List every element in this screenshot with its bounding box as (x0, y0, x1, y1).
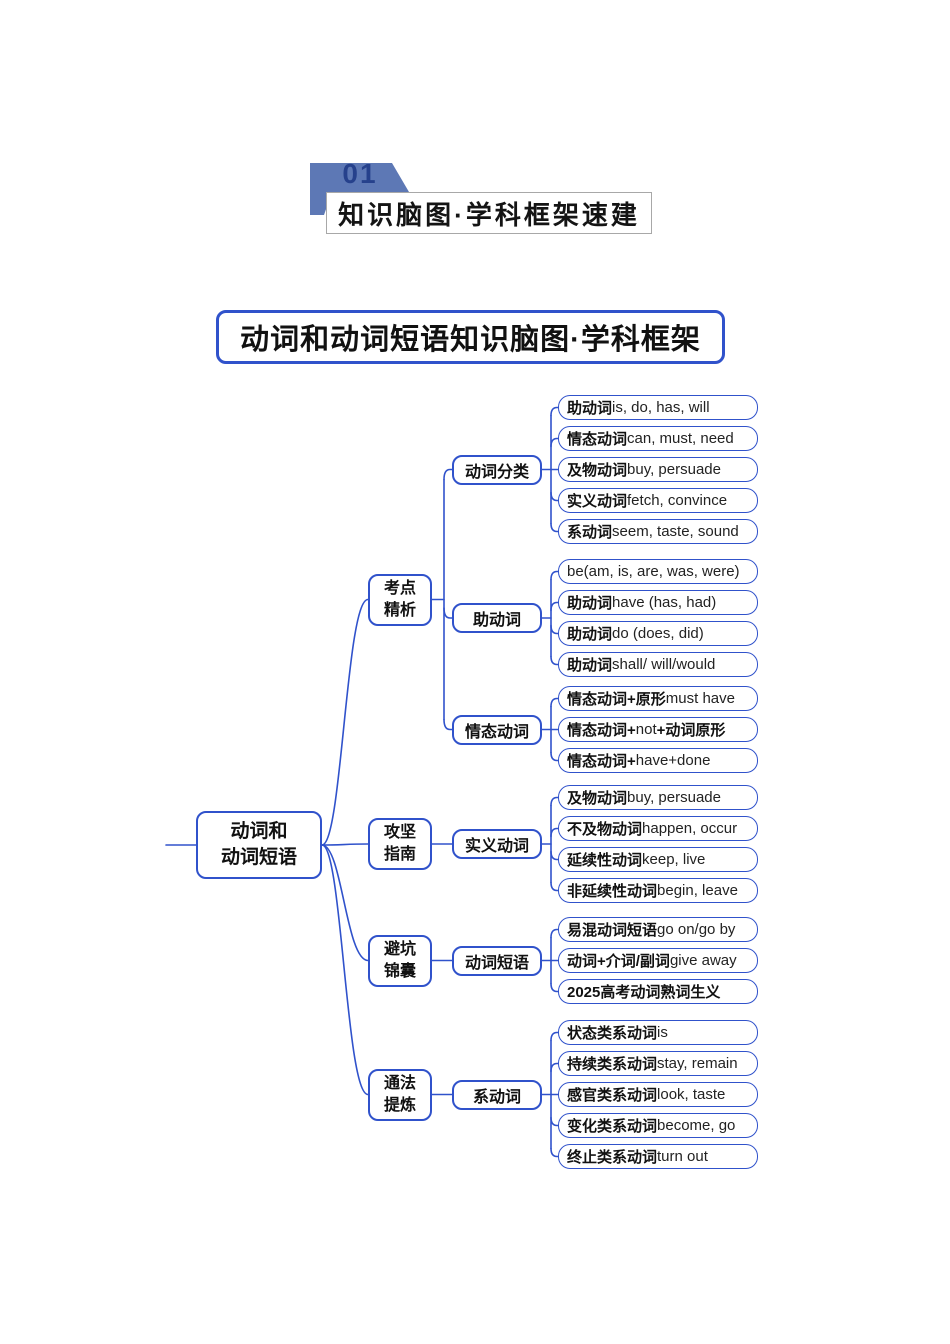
mindmap-leaf-node: 2025高考动词熟词生义 (558, 979, 758, 1004)
leaf-text-segment: turn out (657, 1148, 708, 1165)
leaf-text-segment: 持续类系动词 (567, 1056, 658, 1073)
leaf-text-segment: can, must, need (627, 430, 734, 447)
mindmap-leaf-node: 情态动词+have+done (558, 748, 758, 773)
leaf-text-segment: go on/go by (657, 921, 736, 938)
leaf-text-segment: 助动词 (567, 626, 613, 643)
leaf-text-segment: 延续性动词 (567, 852, 643, 869)
leaf-text-segment: 及物动词 (567, 790, 628, 807)
leaf-text-segment: keep, live (642, 851, 706, 868)
leaf-text-segment: 非延续性动词 (567, 883, 658, 900)
leaf-text-segment: do (does, did) (612, 625, 704, 642)
leaf-text-segment: 终止类系动词 (567, 1149, 658, 1166)
mindmap-branch-node: 攻坚指南 (368, 818, 432, 870)
leaf-text-segment: 易混动词短语 (567, 922, 658, 939)
leaf-text-segment: happen, occur (642, 820, 738, 837)
leaf-text-segment: 系动词 (567, 524, 613, 541)
mindmap-subtopic-node: 动词分类 (452, 454, 542, 485)
leaf-text-segment: 2025高考动词熟词生义 (567, 984, 721, 1001)
leaf-text-segment: 实义动词 (567, 493, 628, 510)
leaf-text-segment: buy, persuade (627, 789, 721, 806)
mindmap-subtopic-node: 情态动词 (452, 714, 542, 745)
leaf-text-segment: have (has, had) (612, 594, 717, 611)
section-number: 01 (342, 158, 378, 189)
leaf-text-segment: 不及物动词 (567, 821, 643, 838)
mindmap-branch-node: 通法提炼 (368, 1068, 432, 1121)
mindmap-leaf-node: 情态动词+原形 must have (558, 686, 758, 711)
mindmap-branch-node: 考点精析 (368, 573, 432, 626)
leaf-text-segment: 动词+介词/副词 (567, 953, 670, 970)
leaf-text-segment: 助动词 (567, 400, 613, 417)
leaf-text-segment: begin, leave (657, 882, 738, 899)
mindmap-subtopic-node: 助动词 (452, 603, 542, 633)
leaf-text-segment: fetch, convince (627, 492, 728, 509)
mindmap-leaf-node: 终止类系动词 turn out (558, 1144, 758, 1169)
leaf-text-segment: is (657, 1024, 668, 1041)
section-header-title: 知识脑图·学科框架速建 (326, 192, 652, 234)
leaf-text-segment: must have (665, 690, 735, 707)
mindmap-leaf-node: 情态动词+not+动词原形 (558, 717, 758, 742)
leaf-text-segment: give away (669, 952, 737, 969)
leaf-text-segment: is, do, has, will (612, 399, 710, 416)
leaf-text-segment: buy, persuade (627, 461, 721, 478)
leaf-text-segment: 助动词 (567, 657, 613, 674)
leaf-text-segment: be(am, is, are, was, were) (567, 563, 740, 580)
mindmap-branch-node: 避坑锦囊 (368, 934, 432, 987)
mindmap-subtopic-node: 系动词 (452, 1079, 542, 1110)
leaf-text-segment: stay, remain (657, 1055, 738, 1072)
leaf-text-segment: 助动词 (567, 595, 613, 612)
leaf-text-segment: shall/ will/would (612, 656, 716, 673)
leaf-text-segment: +动词原形 (656, 722, 726, 739)
leaf-text-segment: 感官类系动词 (567, 1087, 658, 1104)
mindmap-subtopic-node: 动词短语 (452, 945, 542, 976)
mindmap-subtopic-node: 实义动词 (452, 829, 542, 859)
leaf-text-segment: 情态动词+ (567, 722, 636, 739)
leaf-text-segment: 情态动词+原形 (567, 691, 666, 708)
leaf-text-segment: 状态类系动词 (567, 1025, 658, 1042)
leaf-text-segment: 情态动词 (567, 431, 628, 448)
leaf-text-segment: seem, taste, sound (612, 523, 739, 540)
leaf-text-segment: become, go (657, 1117, 736, 1134)
leaf-text-segment: 及物动词 (567, 462, 628, 479)
page-title: 动词和动词短语知识脑图·学科框架 (216, 310, 725, 364)
leaf-text-segment: 变化类系动词 (567, 1118, 658, 1135)
mindmap-root-node: 动词和动词短语 (196, 811, 322, 879)
leaf-text-segment: have+done (635, 752, 711, 769)
leaf-text-segment: not (635, 721, 657, 738)
leaf-text-segment: 情态动词+ (567, 753, 636, 770)
leaf-text-segment: look, taste (657, 1086, 726, 1103)
mindmap-leaf-node: be(am, is, are, was, were) (558, 559, 758, 584)
